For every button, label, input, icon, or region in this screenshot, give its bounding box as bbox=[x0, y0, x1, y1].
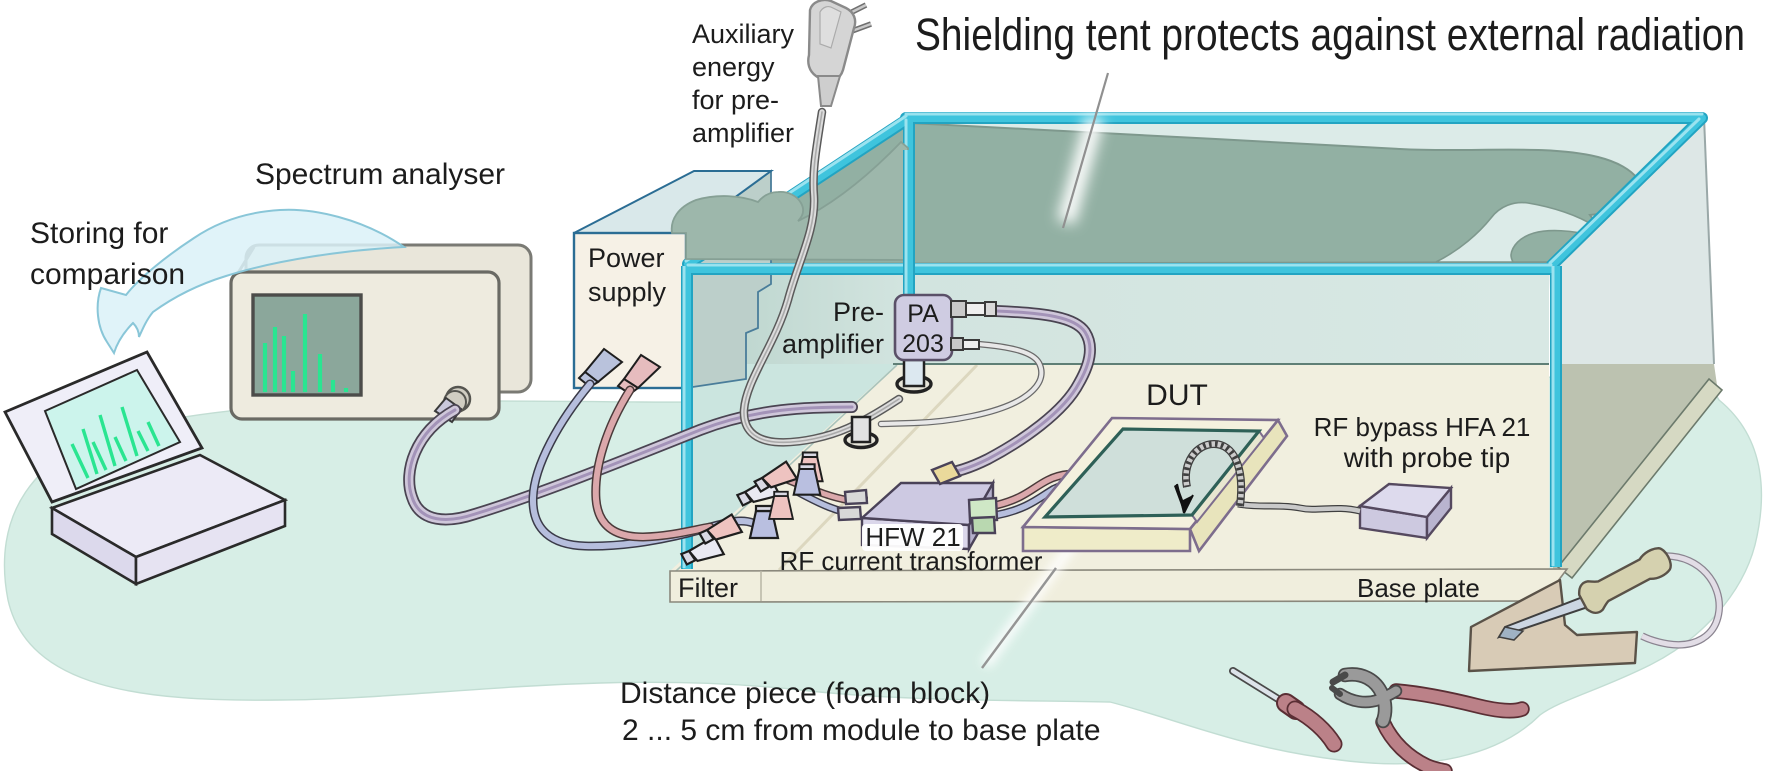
svg-text:Filter: Filter bbox=[678, 573, 738, 603]
svg-text:DUT: DUT bbox=[1146, 379, 1208, 412]
svg-text:203: 203 bbox=[902, 330, 944, 358]
svg-text:amplifier: amplifier bbox=[692, 118, 794, 148]
svg-text:HFW 21: HFW 21 bbox=[865, 522, 960, 552]
svg-text:2 ... 5 cm from module to base: 2 ... 5 cm from module to base plate bbox=[622, 714, 1101, 747]
svg-text:Spectrum analyser: Spectrum analyser bbox=[255, 158, 505, 191]
svg-text:for pre-: for pre- bbox=[692, 85, 779, 115]
svg-text:Pre-: Pre- bbox=[833, 297, 884, 327]
svg-text:Storing for: Storing for bbox=[30, 217, 168, 250]
svg-text:Base plate: Base plate bbox=[1357, 573, 1480, 603]
svg-text:Auxiliary: Auxiliary bbox=[692, 19, 795, 49]
svg-text:RF bypass HFA 21: RF bypass HFA 21 bbox=[1314, 412, 1531, 442]
svg-text:supply: supply bbox=[588, 277, 667, 307]
svg-text:RF current transformer: RF current transformer bbox=[780, 546, 1043, 576]
svg-text:Distance piece (foam block): Distance piece (foam block) bbox=[620, 677, 990, 710]
svg-text:PA: PA bbox=[907, 300, 939, 328]
svg-text:energy: energy bbox=[692, 52, 775, 82]
svg-text:comparison: comparison bbox=[30, 258, 185, 291]
svg-text:amplifier: amplifier bbox=[782, 329, 884, 359]
svg-text:Shielding tent protects agains: Shielding tent protects against external… bbox=[915, 9, 1745, 60]
svg-text:with probe tip: with probe tip bbox=[1343, 442, 1511, 473]
svg-text:Power: Power bbox=[588, 243, 665, 273]
